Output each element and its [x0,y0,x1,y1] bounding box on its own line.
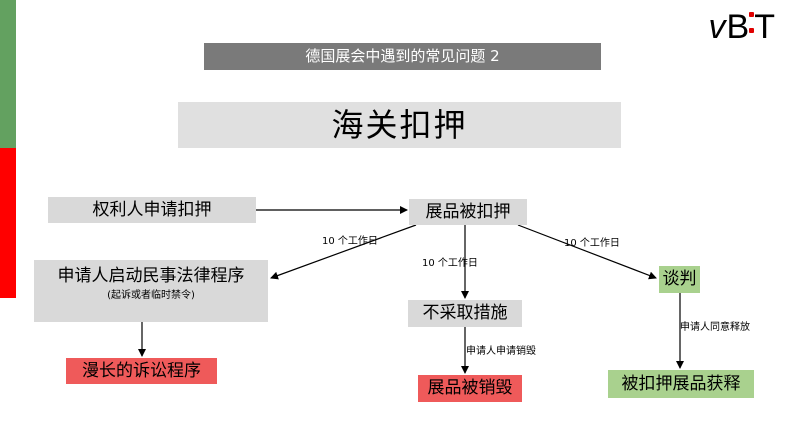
logo-letter-v: v [708,8,727,46]
node-goods-released: 被扣押展品获释 [608,370,754,398]
arrow-seized-to-negotiate [517,224,657,280]
node-goods-destroyed: 展品被销毁 [418,375,522,402]
sidebar-green-stripe [0,0,16,148]
node-no-action: 不采取措施 [408,300,522,327]
logo-dot-upper [749,12,755,17]
node-negotiation: 谈判 [659,266,700,293]
edge-label-ten-days-middle: 10 个工作日 [422,258,478,269]
node-lengthy-litigation: 漫长的诉讼程序 [66,358,217,384]
civil-procedure-note: (起诉或者临时禁令) [107,290,195,301]
edge-label-agree-release: 申请人同意释放 [680,322,750,333]
logo-dot-lower [749,28,755,33]
logo-letter-t: T [754,8,776,46]
node-civil-procedure: 申请人启动民事法律程序 (起诉或者临时禁令) [34,260,268,322]
edge-label-ten-days-left: 10 个工作日 [322,236,378,247]
sidebar-red-stripe [0,148,16,298]
logo-letter-b: B [726,8,755,46]
logo-letter-b-text: B [726,8,751,46]
edge-label-ten-days-right: 10 个工作日 [564,238,620,249]
edge-label-apply-destroy: 申请人申请销毁 [466,346,536,357]
node-goods-seized: 展品被扣押 [409,199,527,225]
arrow-seized-to-civil [270,224,417,280]
civil-procedure-label: 申请人启动民事法律程序 [57,266,245,286]
node-applicant-request: 权利人申请扣押 [48,197,256,223]
subtitle-bar: 德国展会中遇到的常见问题 2 [204,43,601,70]
page-title: 海关扣押 [178,102,621,148]
